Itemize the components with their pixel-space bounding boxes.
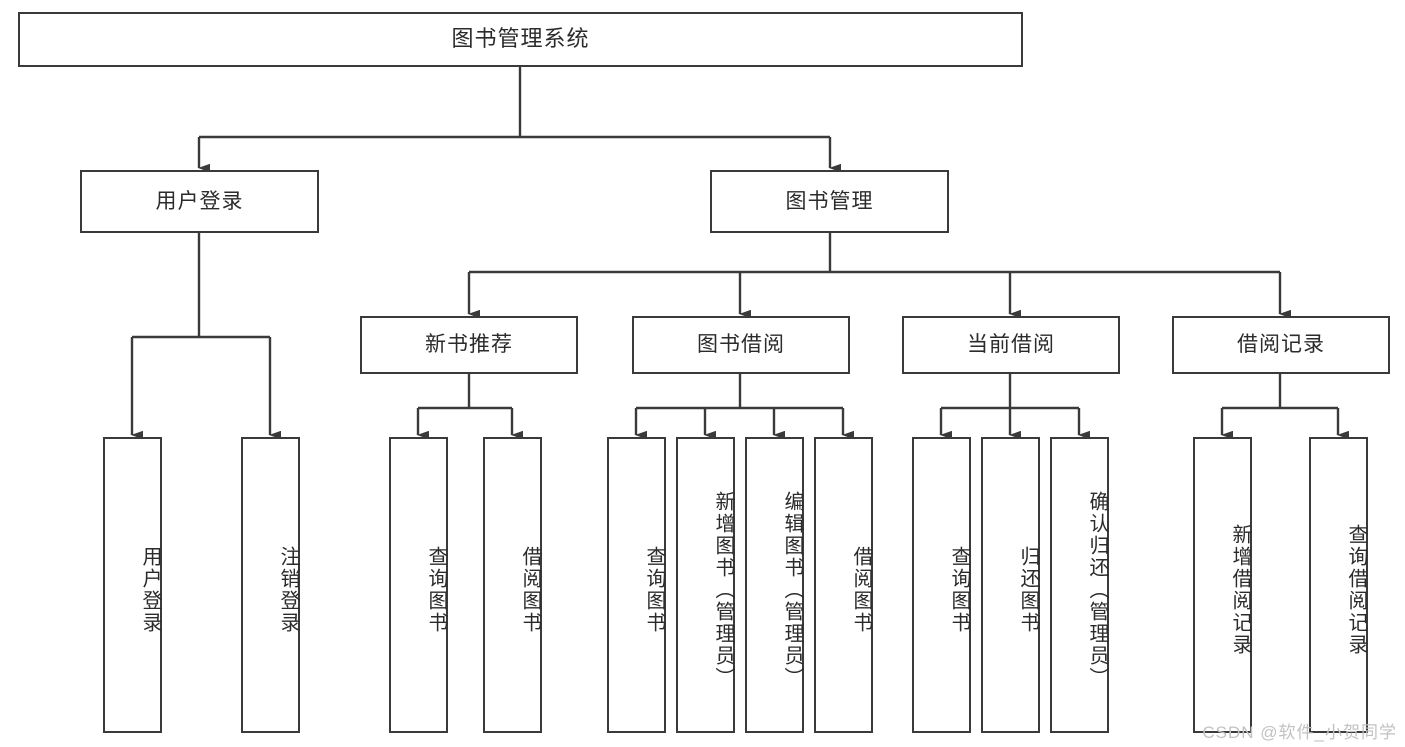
leaf-label: 查询图书 bbox=[643, 546, 665, 634]
leaf-new-book-query[interactable]: 查询图书 bbox=[389, 437, 448, 733]
leaf-label: 查询借阅记录 bbox=[1345, 524, 1367, 656]
watermark-text: CSDN @软件_小贺同学 bbox=[1202, 723, 1397, 742]
leaf-label: 查询图书 bbox=[948, 546, 970, 634]
leaf-label: 查询图书 bbox=[425, 546, 447, 634]
leaf-label: 注销登录 bbox=[277, 546, 299, 634]
leaf-label: 借阅图书 bbox=[519, 546, 541, 634]
node-book-management[interactable]: 图书管理 bbox=[710, 170, 949, 233]
node-root-system[interactable]: 图书管理系统 bbox=[18, 12, 1023, 67]
node-borrow-record[interactable]: 借阅记录 bbox=[1172, 316, 1390, 374]
node-user-login[interactable]: 用户登录 bbox=[80, 170, 319, 233]
leaf-label: 编辑图书（管理员） bbox=[781, 491, 803, 689]
leaf-borrow-record-add[interactable]: 新增借阅记录 bbox=[1193, 437, 1252, 733]
leaf-current-borrow-confirm-return[interactable]: 确认归还（管理员） bbox=[1050, 437, 1109, 733]
leaf-label: 新增借阅记录 bbox=[1229, 524, 1251, 656]
leaf-user-login-logout[interactable]: 注销登录 bbox=[241, 437, 300, 733]
node-book-borrow[interactable]: 图书借阅 bbox=[632, 316, 850, 374]
node-new-book-recommend[interactable]: 新书推荐 bbox=[360, 316, 578, 374]
leaf-label: 确认归还（管理员） bbox=[1086, 491, 1108, 689]
leaf-current-borrow-query[interactable]: 查询图书 bbox=[912, 437, 971, 733]
leaf-label: 用户登录 bbox=[139, 546, 161, 634]
leaf-label: 归还图书 bbox=[1017, 546, 1039, 634]
leaf-borrow-record-query[interactable]: 查询借阅记录 bbox=[1309, 437, 1368, 733]
leaf-current-borrow-return[interactable]: 归还图书 bbox=[981, 437, 1040, 733]
leaf-book-borrow-edit[interactable]: 编辑图书（管理员） bbox=[745, 437, 804, 733]
leaf-user-login-login[interactable]: 用户登录 bbox=[103, 437, 162, 733]
leaf-label: 借阅图书 bbox=[850, 546, 872, 634]
node-current-borrow[interactable]: 当前借阅 bbox=[902, 316, 1120, 374]
leaf-book-borrow-borrow[interactable]: 借阅图书 bbox=[814, 437, 873, 733]
leaf-book-borrow-query[interactable]: 查询图书 bbox=[607, 437, 666, 733]
leaf-label: 新增图书（管理员） bbox=[712, 491, 734, 689]
leaf-book-borrow-add[interactable]: 新增图书（管理员） bbox=[676, 437, 735, 733]
leaf-new-book-borrow[interactable]: 借阅图书 bbox=[483, 437, 542, 733]
